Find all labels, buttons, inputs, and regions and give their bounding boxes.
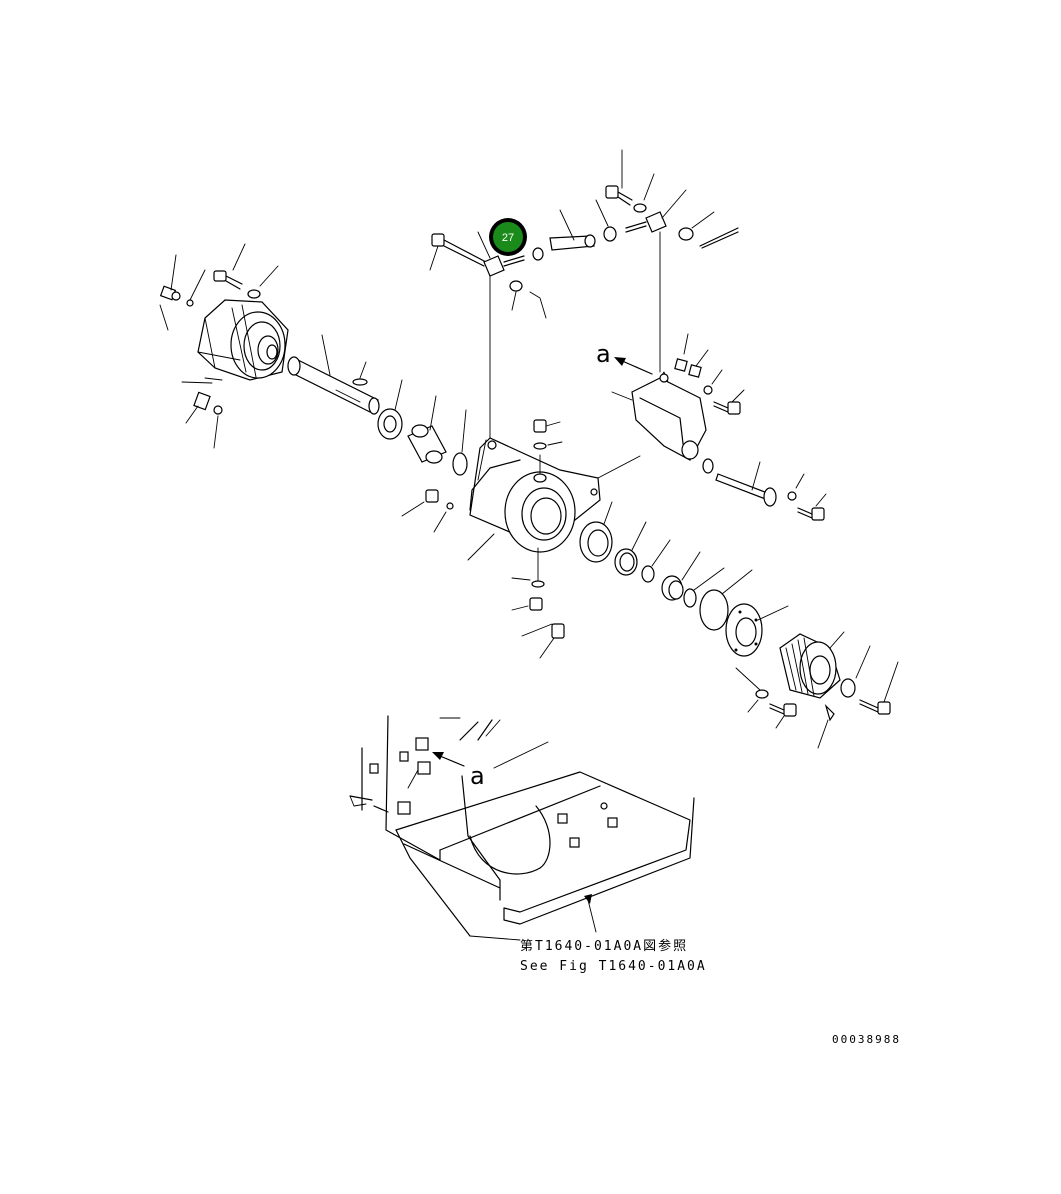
reference-text-en: See Fig T1640-01A0A <box>520 959 707 974</box>
adjuster-rod <box>532 199 617 261</box>
view-mark-bottom: a <box>470 762 485 790</box>
pulley-bolt <box>859 661 899 715</box>
housing-bottom-fittings <box>511 547 565 659</box>
sleeve <box>407 395 447 464</box>
upper-right-bolt <box>605 149 655 213</box>
callout-27-number: 27 <box>502 232 514 244</box>
callout-27[interactable]: 27 <box>489 218 527 256</box>
pulley-washer <box>840 645 871 698</box>
left-small-fittings <box>159 254 223 449</box>
view-arrow-top <box>614 357 653 375</box>
callout-27-fill <box>493 222 523 252</box>
view-arrow-bottom <box>432 752 465 767</box>
flange-bolts <box>735 667 835 749</box>
pulley <box>779 631 845 699</box>
housing-left-plug <box>401 489 454 533</box>
main-housing <box>467 437 641 561</box>
seal-ring <box>614 521 647 576</box>
reference-text-jp: 第T1640-01A0A図参照 <box>520 938 688 954</box>
o-ring-large <box>699 569 753 631</box>
bracket-bolts <box>674 333 827 521</box>
o-ring-left <box>452 409 468 476</box>
small-ring <box>641 539 671 583</box>
track-frame <box>349 715 695 937</box>
left-bolt <box>213 243 279 299</box>
upper-left-bolt <box>429 233 487 271</box>
left-bearing <box>377 379 403 440</box>
upper-clevis <box>477 231 525 439</box>
illustration-code: 00038988 <box>832 1033 901 1046</box>
housing-top-plug <box>533 419 563 483</box>
right-bearing <box>579 501 613 563</box>
left-end-housing <box>197 299 289 381</box>
bushing <box>661 551 701 601</box>
view-mark-top: a <box>596 340 611 368</box>
bracket-pin <box>702 458 777 507</box>
reference-leader <box>469 894 597 941</box>
tension-bracket <box>611 371 707 461</box>
main-shaft <box>287 334 380 415</box>
upper-right-clevis <box>625 189 739 373</box>
flange-cover <box>725 603 789 657</box>
upper-nut <box>509 280 547 319</box>
thin-ring <box>683 567 725 608</box>
